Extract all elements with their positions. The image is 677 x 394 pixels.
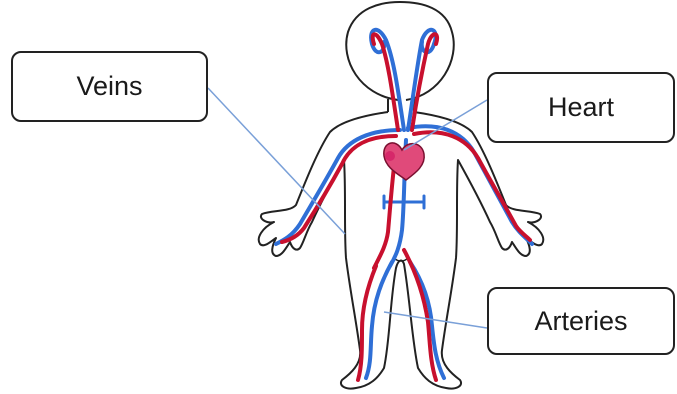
pointer-lines [208, 88, 487, 328]
veins-label: Veins [11, 51, 208, 122]
arteries-pointer-line [384, 312, 487, 328]
artery-head-left [373, 34, 398, 130]
arteries-label: Arteries [487, 287, 675, 355]
vein-arm-right [408, 126, 532, 244]
heart-chamber [385, 151, 395, 161]
vein-head-left [371, 30, 404, 130]
heart-icon [384, 143, 424, 180]
heart-label: Heart [487, 72, 675, 143]
heart-shape [384, 143, 424, 180]
head-outline [346, 2, 454, 100]
